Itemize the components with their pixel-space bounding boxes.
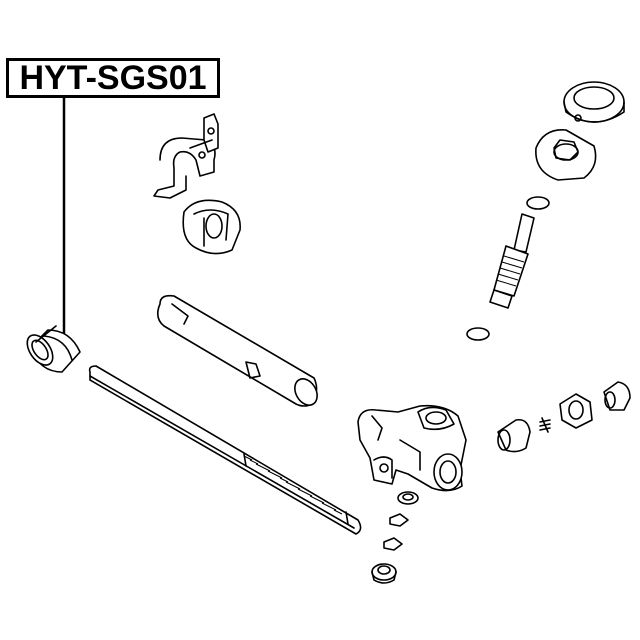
- lock-nut: [383, 537, 403, 551]
- pinion-bearing-plate: [535, 129, 597, 181]
- adjust-nut: [559, 393, 593, 429]
- lower-seal: [397, 491, 419, 505]
- rubber-mount: [182, 199, 241, 255]
- part-number-text: HYT-SGS01: [19, 59, 207, 97]
- mounting-bracket: [153, 113, 219, 199]
- steering-rack-bar: [88, 365, 362, 535]
- pinion-shaft: [489, 213, 535, 309]
- top-seal: [563, 81, 625, 123]
- guide-spring: [539, 417, 551, 433]
- gear-housing: [357, 404, 467, 492]
- o-ring-upper: [526, 196, 550, 210]
- part-number-label: HYT-SGS01: [6, 58, 220, 98]
- end-cap: [603, 381, 631, 411]
- rack-housing-tube: [156, 294, 318, 407]
- o-ring-lower: [466, 327, 490, 341]
- target-bushing: [26, 325, 81, 373]
- washer: [389, 513, 409, 527]
- rack-guide: [497, 418, 531, 453]
- plug-cap: [371, 563, 397, 584]
